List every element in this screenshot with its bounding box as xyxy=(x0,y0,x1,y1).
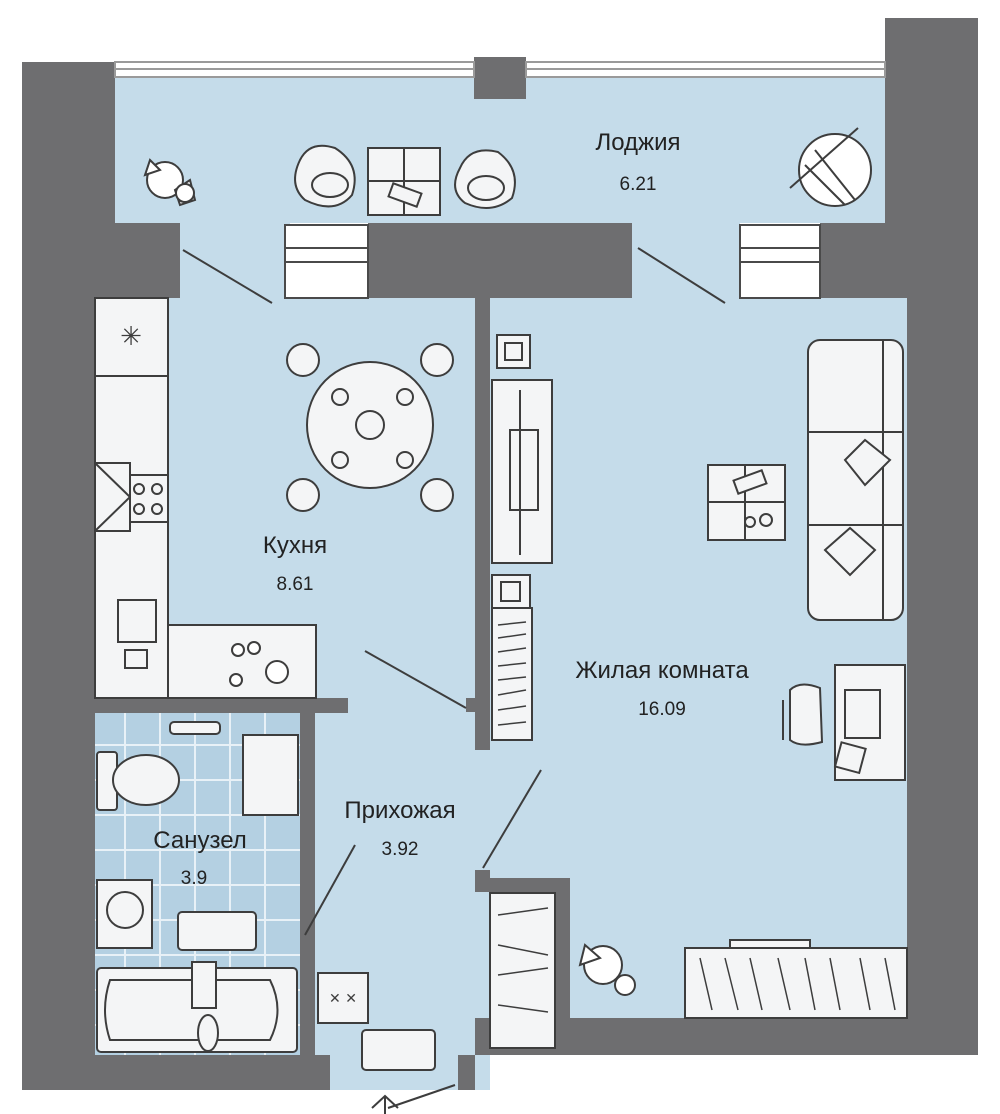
bathtub-icon xyxy=(96,961,298,1053)
bathroom-area: 3.9 xyxy=(181,868,207,889)
loggia-window xyxy=(114,61,886,78)
walls xyxy=(22,18,978,1090)
lounge-chair-right-icon xyxy=(454,149,516,209)
wall-bathroom-right-lower xyxy=(300,935,315,1055)
room-labels: Лоджия 6.21 Кухня 8.61 Жилая комната 16.… xyxy=(153,129,749,889)
bench-icon xyxy=(361,1029,436,1071)
bath-mat-icon xyxy=(177,911,257,951)
bookshelf-icon xyxy=(491,607,533,741)
partition-kitchen-living xyxy=(475,298,490,750)
living-area: 16.09 xyxy=(638,699,686,720)
kitchen-area: 8.61 xyxy=(277,574,314,595)
fridge-icon xyxy=(94,297,169,377)
pouf-icon xyxy=(317,972,369,1024)
svg-text:✕ ✕: ✕ ✕ xyxy=(329,991,357,1007)
loggia-name: Лоджия xyxy=(595,129,680,156)
desk-icon xyxy=(782,664,906,781)
wall-bathroom-right xyxy=(300,698,315,938)
washbasin-icon xyxy=(96,879,153,949)
wall-wardrobe-left xyxy=(475,870,490,892)
door-openings-floor xyxy=(180,220,290,300)
partition-stub xyxy=(466,698,478,712)
kitchen-counter-bottom xyxy=(167,624,317,699)
wall-bathroom-top xyxy=(95,698,348,713)
living-name: Жилая комната xyxy=(575,657,749,684)
loggia-area: 6.21 xyxy=(620,174,657,195)
stove-icon xyxy=(129,474,169,523)
kitchen-name: Кухня xyxy=(263,532,327,559)
plant-loggia-icon xyxy=(143,158,197,207)
lounge-chair-left-icon xyxy=(294,144,356,208)
outer-wall-right xyxy=(600,18,978,1055)
door-openings-floor-2 xyxy=(632,220,740,300)
oven-icon xyxy=(94,462,131,532)
kitchen-counter xyxy=(94,375,169,699)
dining-table-icon xyxy=(286,343,454,512)
room-windows xyxy=(284,224,821,299)
kitchen-sink-icon xyxy=(117,599,157,643)
door-lines xyxy=(182,247,726,1109)
towel-rail-icon xyxy=(169,721,221,735)
outer-wall-left xyxy=(22,62,330,1090)
entrance-arrow-icon xyxy=(371,1094,399,1114)
wardrobe-icon xyxy=(489,892,556,1049)
snowflake-icon: ✳ xyxy=(120,322,142,352)
sofa-icon xyxy=(807,339,904,621)
hallway-name: Прихожая xyxy=(344,797,455,824)
wall-loggia-kitchen xyxy=(368,223,632,298)
coffee-cups-icon xyxy=(229,641,289,687)
furniture: ✳ xyxy=(94,127,908,1071)
bottom-shelf-icon xyxy=(684,939,908,1019)
bathroom-name: Санузел xyxy=(153,827,247,854)
plant-living-icon xyxy=(578,943,636,996)
washing-machine-icon xyxy=(242,734,299,816)
toilet-icon xyxy=(96,751,180,811)
hammock-chair-icon xyxy=(789,127,872,207)
window-mullion xyxy=(474,57,526,99)
hallway-floor xyxy=(300,698,490,1090)
hallway-area: 3.92 xyxy=(382,839,419,860)
